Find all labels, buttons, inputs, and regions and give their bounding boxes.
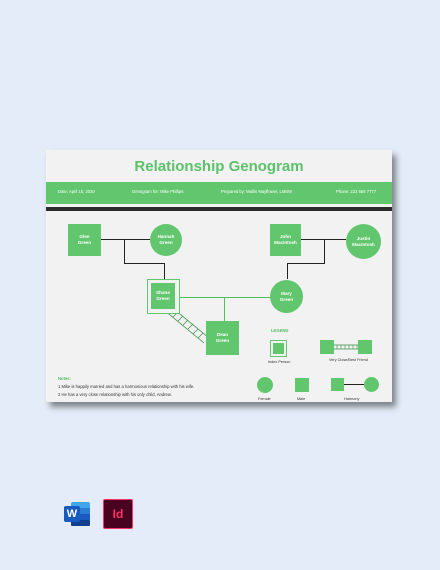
- legend-male-icon: [295, 378, 309, 392]
- person-glen-name: Glen Green: [77, 234, 92, 245]
- person-dean: Dean Green: [206, 321, 239, 355]
- note-item: 1 Mike is happily married and has a harm…: [58, 384, 195, 389]
- descent-line-left: [124, 239, 125, 264]
- person-glen: Glen Green: [68, 224, 101, 256]
- word-icon-letter: W: [66, 508, 78, 520]
- descent-line-left-v: [164, 263, 165, 280]
- harmony-line-shane-mary: [179, 297, 271, 298]
- person-mary: Mary Green: [270, 280, 303, 313]
- info-phone: Phone: 222 555 7777: [336, 189, 377, 194]
- indesign-icon-letters: Id: [112, 507, 124, 521]
- indesign-icon[interactable]: Id: [103, 499, 133, 529]
- person-mary-name: Mary Green: [279, 290, 294, 302]
- legend-index-label: Index Person: [268, 360, 291, 364]
- legend-friend-square-a: [320, 340, 334, 354]
- info-date: Date: April 15, 2030: [58, 189, 95, 194]
- legend-female-label: Female: [258, 397, 271, 401]
- legend-title: LEGEND: [271, 328, 289, 333]
- note-item: 2 He has a very close relationship with …: [58, 392, 172, 397]
- legend-friend-square-b: [358, 340, 372, 354]
- divider-bar: [46, 207, 392, 211]
- page-title: Relationship Genogram: [134, 158, 304, 175]
- descent-line-right-h: [287, 263, 325, 264]
- person-john: John MacIntosh: [270, 224, 301, 256]
- descent-line-right: [324, 239, 325, 264]
- index-person-frame: Shane Green: [147, 279, 180, 314]
- info-bar: Date: April 15, 2030 Genogram for: Mike …: [46, 182, 392, 204]
- descent-line-right-v: [287, 263, 288, 279]
- person-dean-name: Dean Green: [215, 332, 230, 343]
- descent-line-left-h: [124, 263, 165, 264]
- notes-heading: Notes:: [58, 376, 72, 381]
- info-prepared-by: Prepared by: Wallis Mayflower, LMSW: [221, 189, 293, 194]
- legend-harmony-circle: [364, 377, 379, 392]
- person-hannah: Hannah Green: [150, 224, 182, 256]
- person-hannah-name: Hannah Green: [157, 234, 175, 245]
- person-justin: Justin MacIntosh: [346, 224, 381, 259]
- genogram-sheet: Relationship Genogram Date: April 15, 20…: [46, 150, 392, 402]
- legend-female-icon: [257, 377, 273, 393]
- legend-male-label: Male: [297, 397, 306, 401]
- legend-harmony-label: Harmony: [344, 397, 360, 401]
- legend-friend-ladder: [334, 344, 358, 350]
- marriage-line-glen-hannah: [100, 239, 150, 240]
- word-icon[interactable]: W: [62, 499, 92, 529]
- person-john-name: John MacIntosh: [274, 234, 297, 245]
- legend-harmony-line: [344, 384, 364, 385]
- person-shane-name: Shane Green: [156, 290, 170, 301]
- person-justin-name: Justin MacIntosh: [352, 235, 375, 247]
- descent-line-dean: [224, 297, 225, 321]
- close-friend-line: [164, 310, 209, 344]
- person-shane: Shane Green: [151, 283, 175, 309]
- info-genogram-for: Genogram for: Mike Phillips: [132, 189, 184, 194]
- legend-index-icon: [270, 340, 287, 357]
- legend-friend-label: Very Close/Best Friend: [329, 358, 368, 362]
- legend-harmony-square: [331, 378, 344, 391]
- marriage-line-john: [300, 239, 346, 240]
